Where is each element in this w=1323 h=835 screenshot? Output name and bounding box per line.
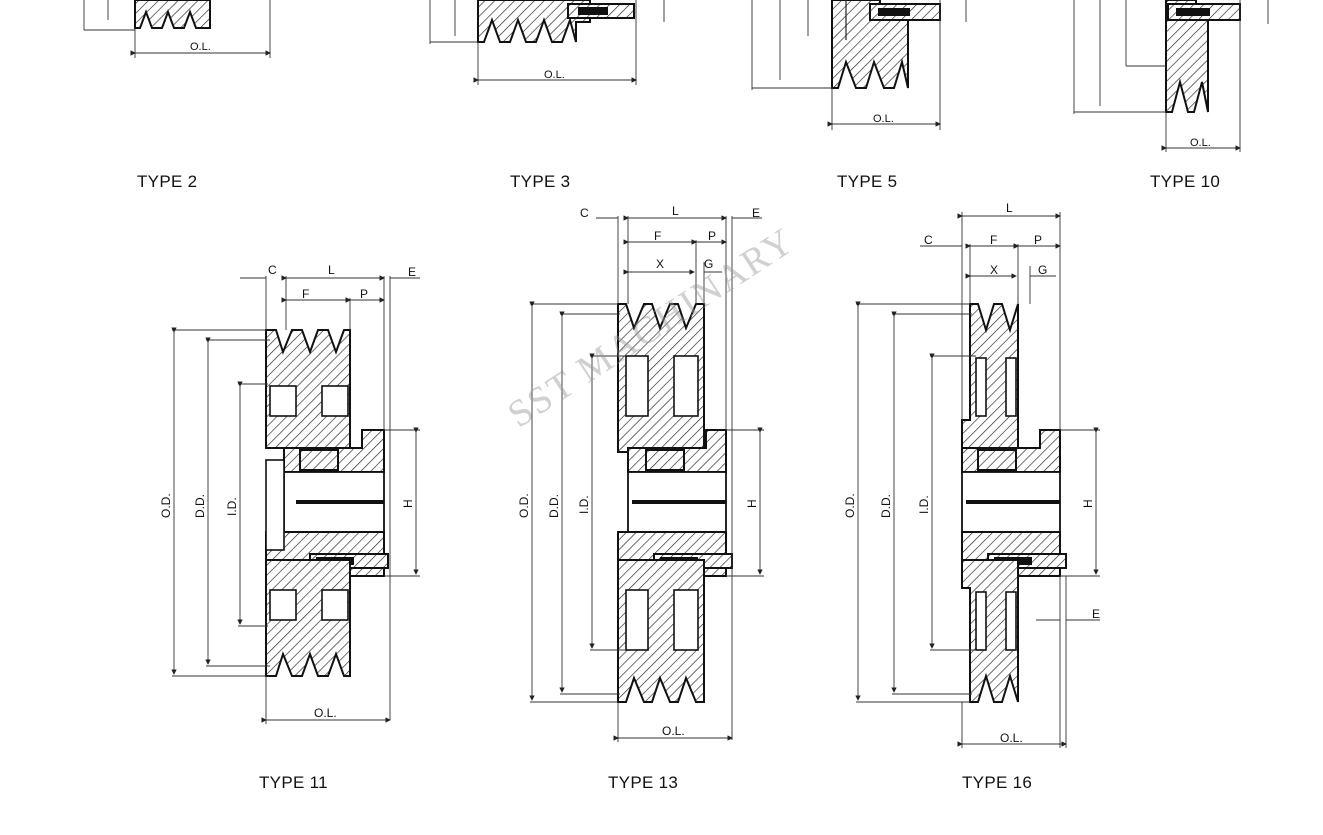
type-11-h-label: H — [401, 499, 415, 508]
type-16-e-label: E — [1092, 607, 1100, 621]
type-13-drawing: C L E F P X G O.L. O.D. D.D. I.D. H — [517, 204, 764, 742]
type-3-caption: TYPE 3 — [510, 172, 571, 191]
type-2-ol-label: O.L. — [190, 41, 211, 53]
type-13-g-label: G — [704, 257, 713, 271]
type-11-f-label: F — [302, 287, 309, 301]
type-16-g-label: G — [1038, 263, 1047, 277]
type-16-p-label: P — [1034, 233, 1042, 247]
type-3-drawing: O.L. — [429, 0, 665, 85]
type-16-od-label: O.D. — [843, 493, 857, 518]
type-13-e-label: E — [752, 206, 760, 220]
type-11-l-label: L — [328, 263, 335, 277]
type-3-ol-label: O.L. — [544, 69, 565, 81]
type-2-drawing: O.L. — [83, 0, 271, 58]
type-16-id-label: I.D. — [917, 495, 931, 514]
type-16-caption: TYPE 16 — [962, 773, 1033, 792]
type-13-id-label: I.D. — [577, 495, 591, 514]
type-11-id-label: I.D. — [225, 497, 239, 516]
type-13-x-label: X — [656, 257, 664, 271]
type-10-caption: TYPE 10 — [1150, 172, 1221, 191]
type-16-x-label: X — [990, 263, 998, 277]
type-11-p-label: P — [360, 287, 368, 301]
type-16-dd-label: D.D. — [879, 494, 893, 518]
type-5-drawing: O.L. — [751, 0, 967, 130]
type-13-ol-label: O.L. — [662, 724, 685, 738]
type-16-ol-label: O.L. — [1000, 731, 1023, 745]
type-5-ol-label: O.L. — [873, 113, 894, 125]
type-11-e-label: E — [408, 265, 416, 279]
type-16-f-label: F — [990, 233, 997, 247]
type-2-caption: TYPE 2 — [137, 172, 198, 191]
type-5-caption: TYPE 5 — [837, 172, 898, 191]
type-10-drawing: O.L. — [1073, 0, 1269, 152]
type-11-caption: TYPE 11 — [259, 773, 328, 792]
type-13-h-label: H — [745, 499, 759, 508]
type-13-od-label: O.D. — [517, 493, 531, 518]
type-13-dd-label: D.D. — [547, 494, 561, 518]
type-13-l-label: L — [672, 204, 679, 218]
type-11-ol-label: O.L. — [314, 706, 337, 720]
type-16-l-label: L — [1006, 201, 1013, 215]
type-11-c-label: C — [268, 263, 277, 277]
type-10-ol-label: O.L. — [1190, 137, 1211, 149]
type-11-dd-label: D.D. — [193, 494, 207, 518]
type-13-p-label: P — [708, 229, 716, 243]
type-11-drawing: C L E F P O.L. O.D. D.D. I.D. H — [159, 263, 420, 724]
type-16-c-label: C — [924, 233, 933, 247]
type-16-h-label: H — [1081, 499, 1095, 508]
type-16-drawing: L C F P X G E O.L. O.D. D.D. I.D. H — [843, 201, 1100, 748]
type-13-c-label: C — [580, 206, 589, 220]
type-11-od-label: O.D. — [159, 493, 173, 518]
type-13-f-label: F — [654, 229, 661, 243]
type-13-caption: TYPE 13 — [608, 773, 679, 792]
